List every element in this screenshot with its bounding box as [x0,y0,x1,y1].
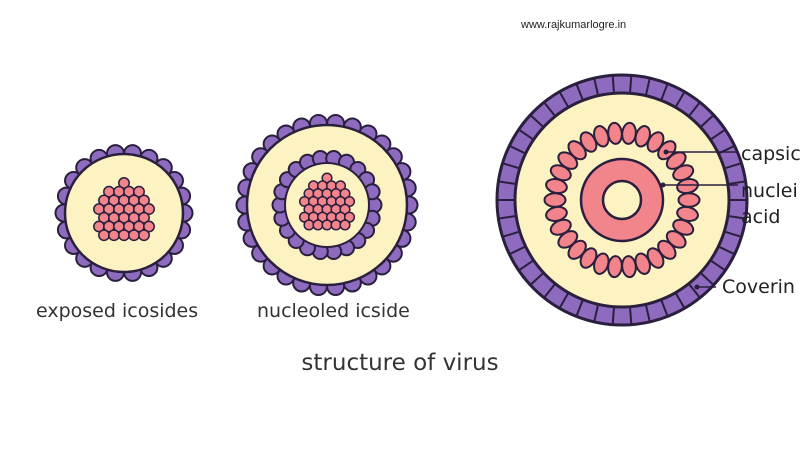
virus-nucleoled-icside [235,113,419,297]
covering-segment-divider [699,272,715,286]
covering-segment-divider [498,180,517,186]
nucleic-leader-dot [660,182,666,188]
covering-segment-divider [674,91,686,108]
capsid-leader-dot [663,149,669,155]
covering-segment-divider [593,77,600,96]
nucleic-bead [143,220,155,233]
covering-segment-divider [593,304,600,323]
nucleic-core [298,172,356,231]
nucleic-bead [98,229,110,242]
covering-segment-divider [558,91,570,108]
covering-segment-divider [644,77,651,96]
covering-segment-divider [723,162,742,170]
covering-segment-divider [660,83,669,101]
nucleic-bead [303,219,315,231]
covering-segment-divider [508,144,527,155]
nucleic-acid-center [601,179,643,221]
covering-segment-divider [687,101,701,117]
covering-segment-divider [529,272,545,286]
capsomere-bead [677,192,701,208]
watermark-url: www.rajkumarlogre.in [521,19,627,31]
nucleic-bead [118,229,130,242]
nucleic-core [93,177,155,242]
nucleic-bead [339,219,351,231]
covering-segment-divider [727,214,746,220]
covering-segment-divider [717,245,736,256]
capsomere-bead [543,192,567,208]
covering-segment-divider [498,214,517,220]
covering-segment-divider [628,306,633,325]
nucleic-bead [108,229,120,242]
nucleic-bead [138,229,150,242]
nucleic-bead [133,185,145,198]
nucleic-bead [138,194,150,207]
nucleic-bead [128,229,140,242]
nucleic-bead [330,219,342,231]
covering-segment-divider [543,283,557,299]
covering-segment-divider [709,128,726,141]
label-nucleic-acid: nuclei acid [741,178,798,230]
covering-segment-divider [660,299,669,317]
covering-segment-divider [611,306,616,325]
covering-segment-divider [687,283,701,299]
covering-segment-divider [727,180,746,186]
covering-segment-divider [529,114,545,128]
capsomere-bead [676,178,699,195]
covering-segment-divider [508,245,527,256]
covering-segment-divider [723,230,742,238]
label-nucleic-line1: nuclei [741,180,798,202]
covering-segment-divider [709,259,726,272]
covering-segment-divider [575,299,584,317]
nucleic-bead [321,219,333,231]
covering-segment-divider [518,128,535,141]
covering-segment-divider [644,304,651,323]
label-nucleic-line2: acid [741,206,781,228]
covering-segment-divider [674,292,686,309]
label-covering: Coverin [722,276,795,298]
covering-segment-divider [558,292,570,309]
covering-segment-divider [699,114,715,128]
virus-labelled [495,73,749,327]
covering-segments [497,75,747,325]
nucleic-bead [118,177,130,189]
covering-segment-divider [575,83,584,101]
covering-segment-divider [502,162,521,170]
caption-nucleoled-icside: nucleoled icside [257,300,410,322]
covering-segment-divider [611,75,616,94]
virus-exposed-icosides [54,144,194,282]
label-capsid: capsic [741,143,800,165]
nucleic-bead [143,203,155,216]
covering-segment-divider [628,75,633,94]
capsid-ring [543,121,701,279]
covering-leader-dot [694,284,700,290]
nucleic-bead [138,211,150,224]
covering-segment-divider [518,259,535,272]
covering-segment-divider [543,101,557,117]
caption-exposed-icosides: exposed icosides [36,300,199,322]
diagram-title: structure of virus [301,350,499,376]
nucleic-bead [312,219,324,231]
covering-segment-divider [502,230,521,238]
